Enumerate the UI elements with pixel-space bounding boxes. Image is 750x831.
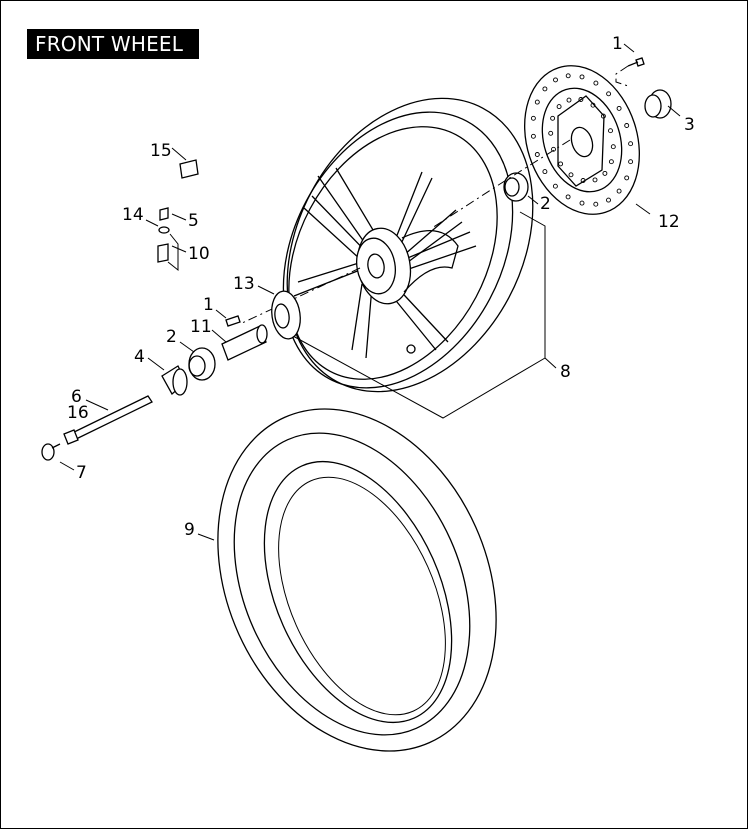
title-banner: FRONT WHEEL <box>27 29 199 59</box>
callout-16: 16 <box>67 403 89 423</box>
rotor-hole <box>534 152 540 157</box>
leader-8 <box>281 211 557 419</box>
callout-13: 13 <box>233 274 255 294</box>
rotor-hole <box>578 97 584 102</box>
callout-3: 3 <box>684 115 695 135</box>
rotor-hole <box>553 77 558 83</box>
bearing-right <box>503 172 529 202</box>
callout-1-top: 1 <box>612 34 623 54</box>
rotor-hole <box>579 200 585 206</box>
valve-stem <box>157 207 179 272</box>
callout-12: 12 <box>658 212 680 232</box>
rotor-hole <box>608 159 614 165</box>
axis-centerline-left <box>239 267 361 325</box>
rotor-hole <box>610 144 616 150</box>
callout-8: 8 <box>560 362 571 382</box>
rotor-hole <box>628 159 634 165</box>
rotor-hole <box>534 99 540 105</box>
rotor-hole <box>624 175 630 181</box>
rotor-hole <box>624 123 630 128</box>
wheel <box>282 97 534 393</box>
callout-10: 10 <box>188 244 210 264</box>
rotor-hole <box>556 104 562 110</box>
rotor-hole <box>568 172 574 178</box>
callout-1-left: 1 <box>203 295 214 315</box>
rotor-hole <box>530 133 536 139</box>
rotor-hole <box>606 91 612 97</box>
rotor-hole <box>548 130 554 136</box>
callout-15: 15 <box>150 141 172 161</box>
rotor-hole <box>530 115 536 121</box>
rotor-hole <box>566 97 572 103</box>
spacer-sleeve <box>221 324 268 361</box>
callout-2-left: 2 <box>166 327 177 347</box>
rotor-hole <box>593 80 599 86</box>
brake-rotor <box>524 65 640 215</box>
hub-cover-disc <box>271 290 301 340</box>
axle <box>63 395 153 445</box>
rotor-hole <box>542 86 548 92</box>
callout-11: 11 <box>190 317 212 337</box>
rotor-hole <box>551 146 556 152</box>
rotor-hole <box>542 169 548 175</box>
rotor-spacer <box>644 89 672 119</box>
spacer-bolt <box>225 315 241 327</box>
rotor-hole <box>616 105 622 111</box>
rotor-hole <box>592 177 598 183</box>
rotor-hole <box>550 115 556 121</box>
bearing-left <box>188 347 216 381</box>
rotor-hole <box>552 183 558 189</box>
rotor-hole <box>602 170 608 176</box>
callout-labels: 1 3 2 12 15 14 5 10 13 1 11 2 4 6 16 7 8… <box>67 34 695 540</box>
axle-spacer <box>161 365 188 396</box>
leader-lines <box>59 43 681 541</box>
rotor-hole <box>616 188 622 194</box>
callout-6: 6 <box>71 387 82 407</box>
rotor-bolt <box>615 57 645 87</box>
callout-2-right: 2 <box>540 194 551 214</box>
axle-nut <box>41 443 61 461</box>
callout-9: 9 <box>184 520 195 540</box>
rotor-hole <box>593 201 599 207</box>
rotor-hole <box>565 194 571 200</box>
rotor-hole <box>606 197 611 203</box>
balance-label <box>179 159 199 179</box>
axis-centerline <box>431 139 571 229</box>
callout-7: 7 <box>76 463 87 483</box>
callout-14: 14 <box>122 205 144 225</box>
callout-5: 5 <box>188 211 199 231</box>
callout-4: 4 <box>134 347 145 367</box>
tire <box>217 408 497 752</box>
rotor-hole <box>565 73 571 79</box>
page-title: FRONT WHEEL <box>35 32 184 56</box>
rotor-holes <box>530 73 634 207</box>
rotor-hole <box>628 141 634 147</box>
rotor-hole <box>579 74 585 80</box>
rotor-hole <box>608 128 613 134</box>
